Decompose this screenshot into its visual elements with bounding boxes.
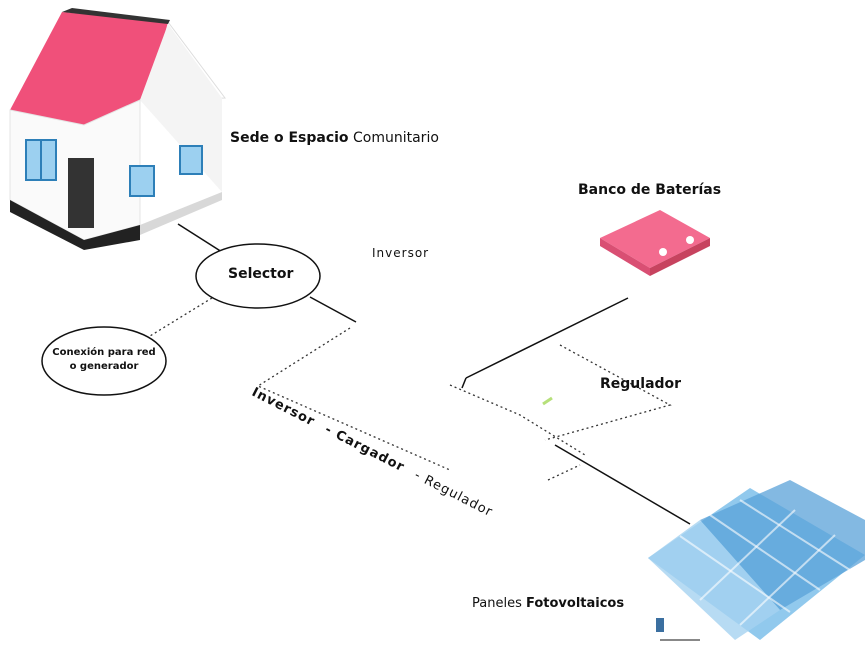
conexion-line2: o generador xyxy=(69,361,139,372)
battery-icon xyxy=(600,210,710,276)
regulador-label: Regulador xyxy=(600,376,682,392)
house-selector-line xyxy=(177,223,223,253)
selector-conexion-dotted xyxy=(149,297,213,337)
icr-box-dotted xyxy=(256,327,451,471)
selector-ellipse xyxy=(195,243,321,309)
conexion-ellipse xyxy=(41,326,167,396)
paneles-label: Paneles Fotovoltaicos xyxy=(472,596,624,611)
sede-label: Sede o Espacio Comunitario xyxy=(230,130,439,146)
green-accent xyxy=(542,396,553,406)
selector-label: Selector xyxy=(228,266,294,282)
conexion-label: Conexión para red o generador xyxy=(42,346,166,374)
banco-label: Banco de Baterías xyxy=(578,182,722,198)
paneles-bold: Fotovoltaicos xyxy=(525,596,625,611)
sede-label-bold: Sede o Espacio xyxy=(230,130,349,146)
sede-label-rest: Comunitario xyxy=(353,130,439,146)
regulator-box-dotted xyxy=(544,344,672,441)
conexion-line1: Conexión para red xyxy=(52,347,156,358)
inversor-label: Inversor xyxy=(372,246,430,260)
dotted-lines xyxy=(149,297,672,481)
connection-lines xyxy=(177,223,691,525)
paneles-regular: Paneles xyxy=(472,596,522,611)
icr-inner-dotted xyxy=(449,384,586,456)
selector-inverter-line xyxy=(309,296,357,323)
battery-line xyxy=(465,297,629,379)
panel-line xyxy=(554,444,691,525)
solar-panel-icon xyxy=(648,480,865,641)
house-icon xyxy=(9,8,226,250)
battery-line-end xyxy=(461,377,467,389)
regulator-bottom-dotted xyxy=(547,464,581,481)
